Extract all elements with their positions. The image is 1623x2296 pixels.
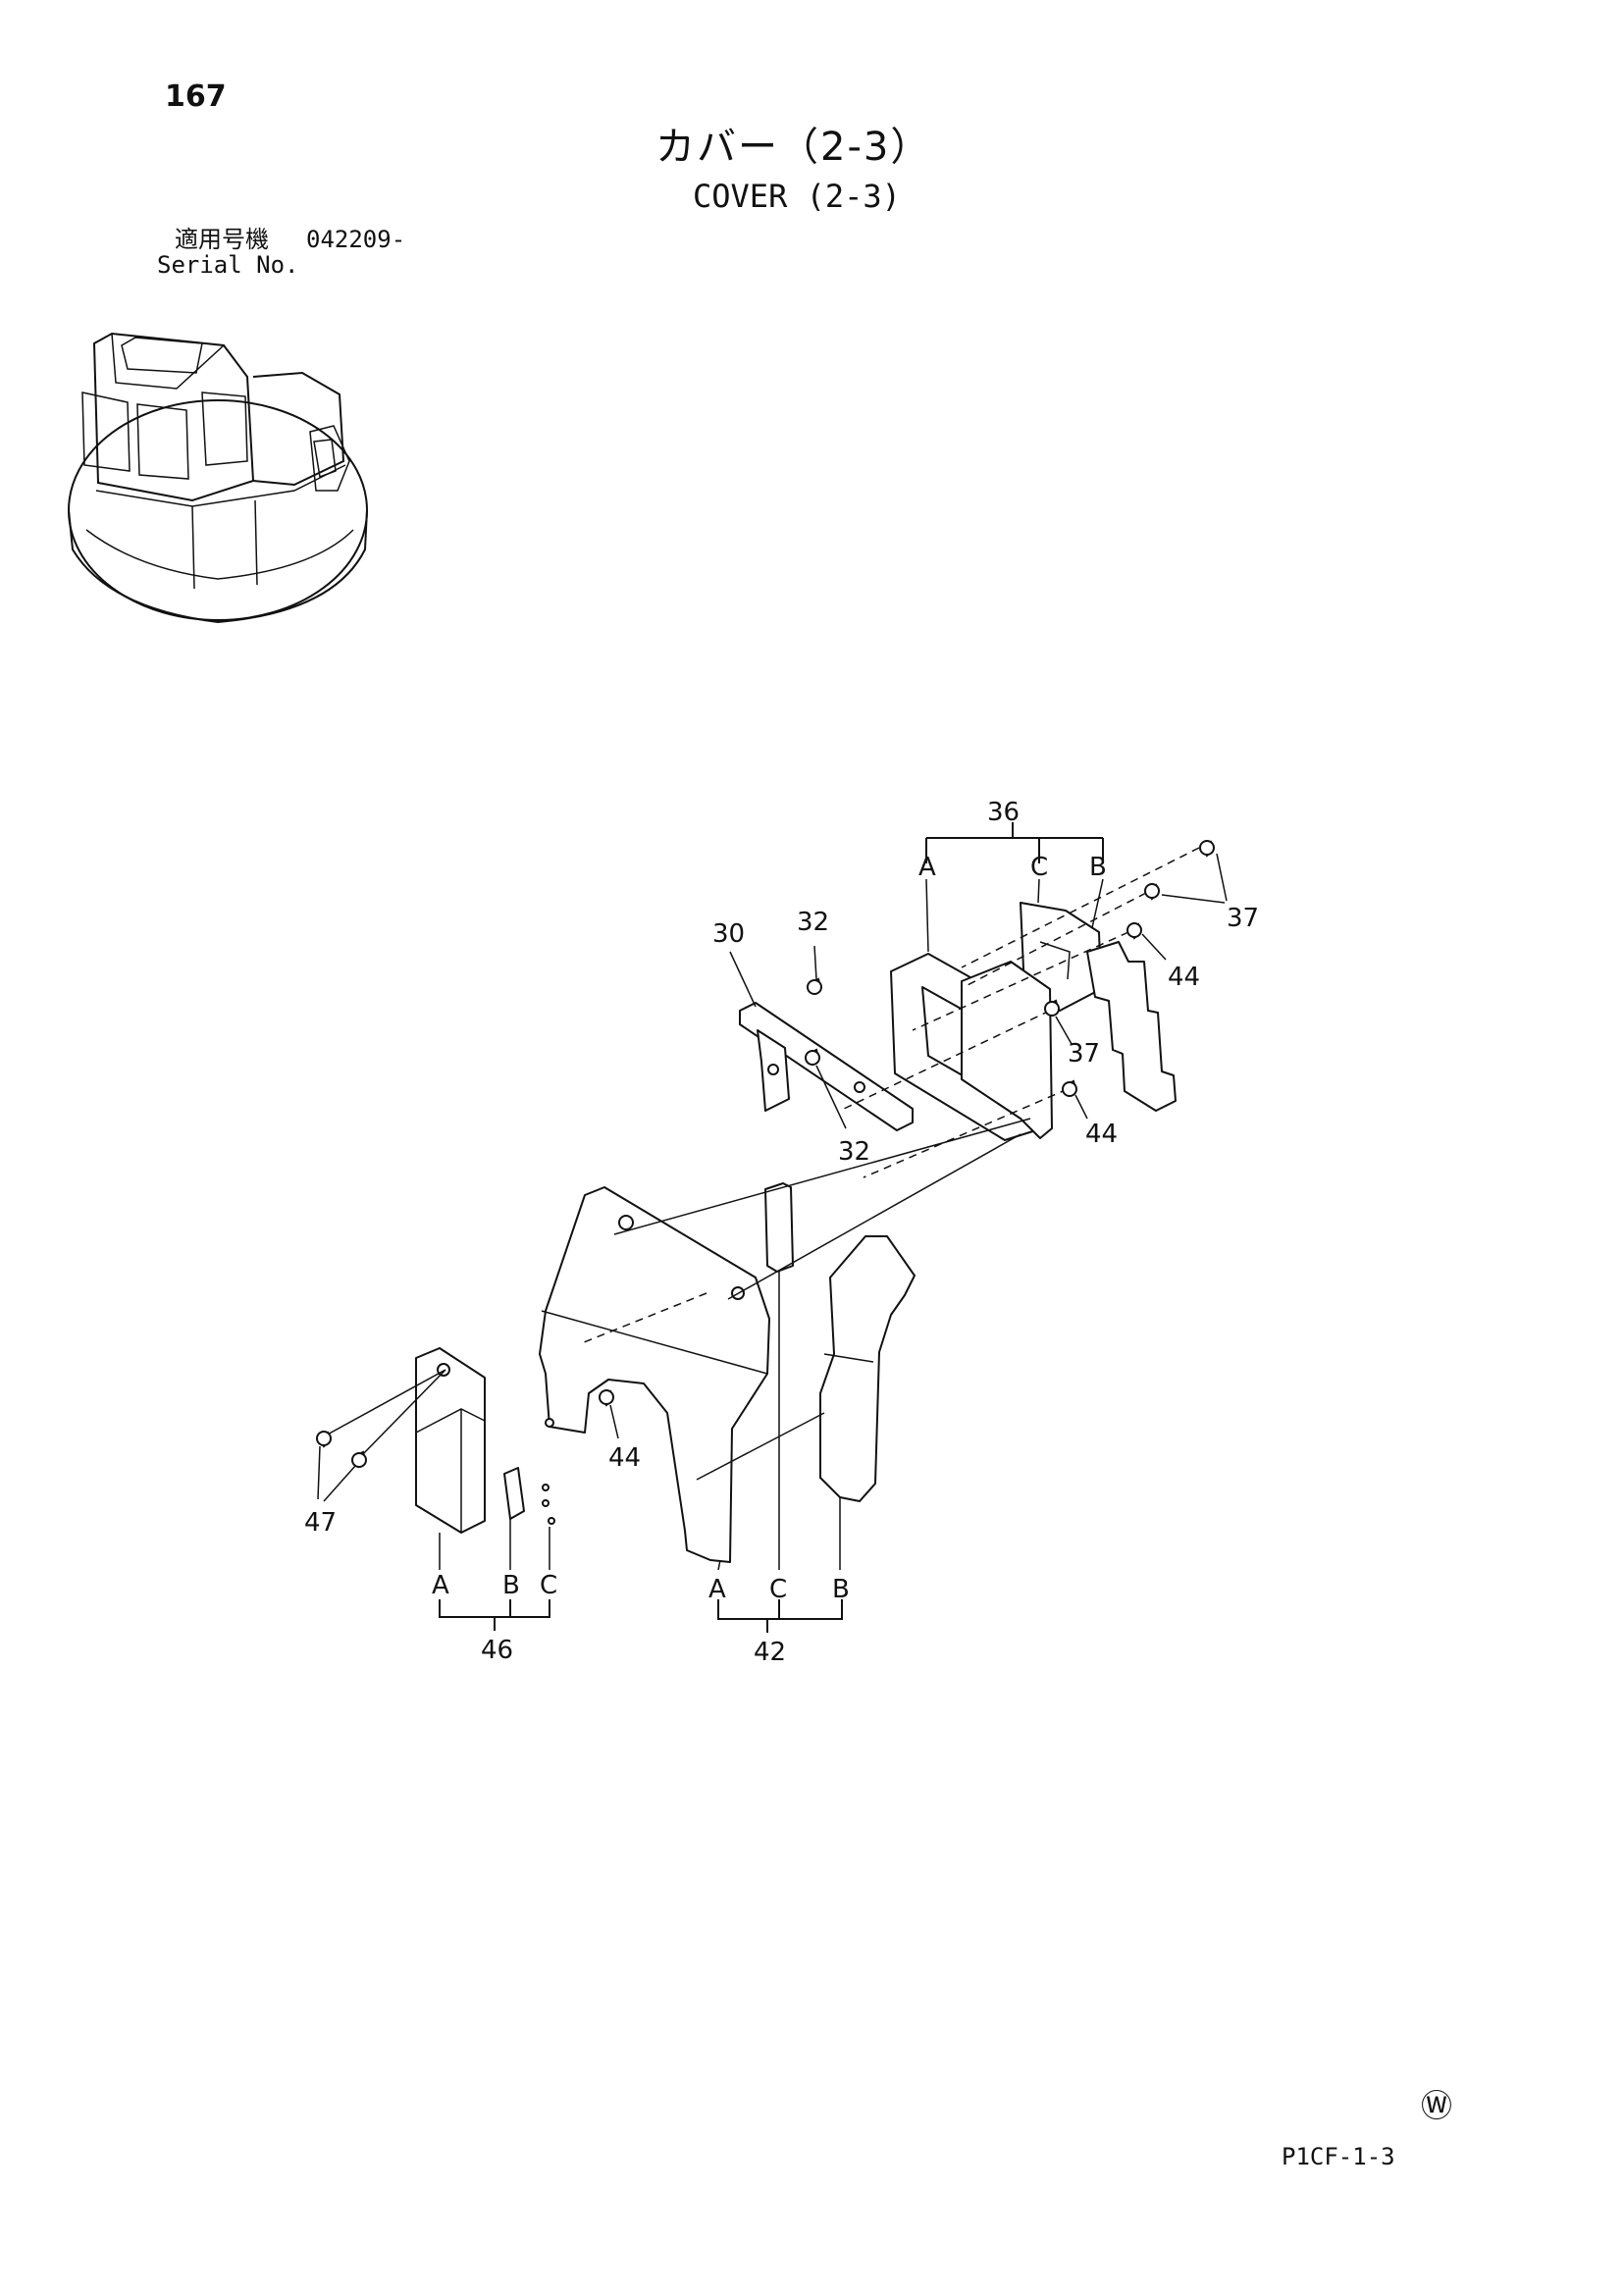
callout-36-c: C xyxy=(1030,853,1048,882)
callout-37-upper: 37 xyxy=(1227,904,1259,933)
callout-47: 47 xyxy=(304,1508,337,1538)
part-30-bracket xyxy=(729,951,914,1131)
callout-46-a: A xyxy=(432,1571,449,1600)
part-44-panel xyxy=(1086,941,1177,1112)
part-46-box xyxy=(415,1347,555,1534)
diagram-code: P1CF-1-3 xyxy=(1282,2143,1395,2170)
callout-32-lower: 32 xyxy=(838,1137,870,1167)
serial-label-japanese: 適用号機 xyxy=(175,226,269,253)
callout-37-lower: 37 xyxy=(1068,1039,1100,1069)
part-36-panels xyxy=(890,902,1102,1141)
serial-number-value: 042209- xyxy=(306,226,406,253)
callout-group-36 xyxy=(925,822,1104,953)
callout-36: 36 xyxy=(987,798,1020,827)
callout-36-a: A xyxy=(918,853,936,882)
machine-locator-thumbnail xyxy=(68,332,368,624)
callout-44-lower: 44 xyxy=(608,1443,641,1473)
callout-42-c: C xyxy=(769,1575,787,1604)
part-42-strip-c xyxy=(764,1182,794,1273)
callout-46-b: B xyxy=(502,1571,520,1600)
callout-32-upper: 32 xyxy=(797,908,829,937)
callout-group-42 xyxy=(696,1272,843,1633)
watermark-symbol: Ⓦ xyxy=(1421,2087,1453,2124)
bolts xyxy=(316,840,1215,1468)
callout-30: 30 xyxy=(712,919,745,949)
callout-group-46 xyxy=(439,1519,550,1631)
callout-44-middle: 44 xyxy=(1085,1120,1118,1149)
callout-42-b: B xyxy=(832,1575,850,1604)
callout-42: 42 xyxy=(754,1638,786,1667)
page-number: 167 xyxy=(165,79,227,114)
callout-42-a: A xyxy=(708,1575,726,1604)
callout-44-upper: 44 xyxy=(1168,963,1200,992)
leader-lines xyxy=(317,853,1228,1502)
part-42-cover-b xyxy=(819,1235,916,1502)
page-title-english: COVER (2-3) xyxy=(693,178,901,215)
callout-46: 46 xyxy=(481,1636,513,1665)
serial-label-english: Serial No. xyxy=(157,251,299,279)
callout-36-b: B xyxy=(1089,853,1107,882)
page-title-japanese: カバー（2-3） xyxy=(655,125,932,170)
callout-46-c: C xyxy=(540,1571,557,1600)
alignment-lines xyxy=(323,847,1200,1459)
part-42-cover-a xyxy=(539,1186,770,1563)
